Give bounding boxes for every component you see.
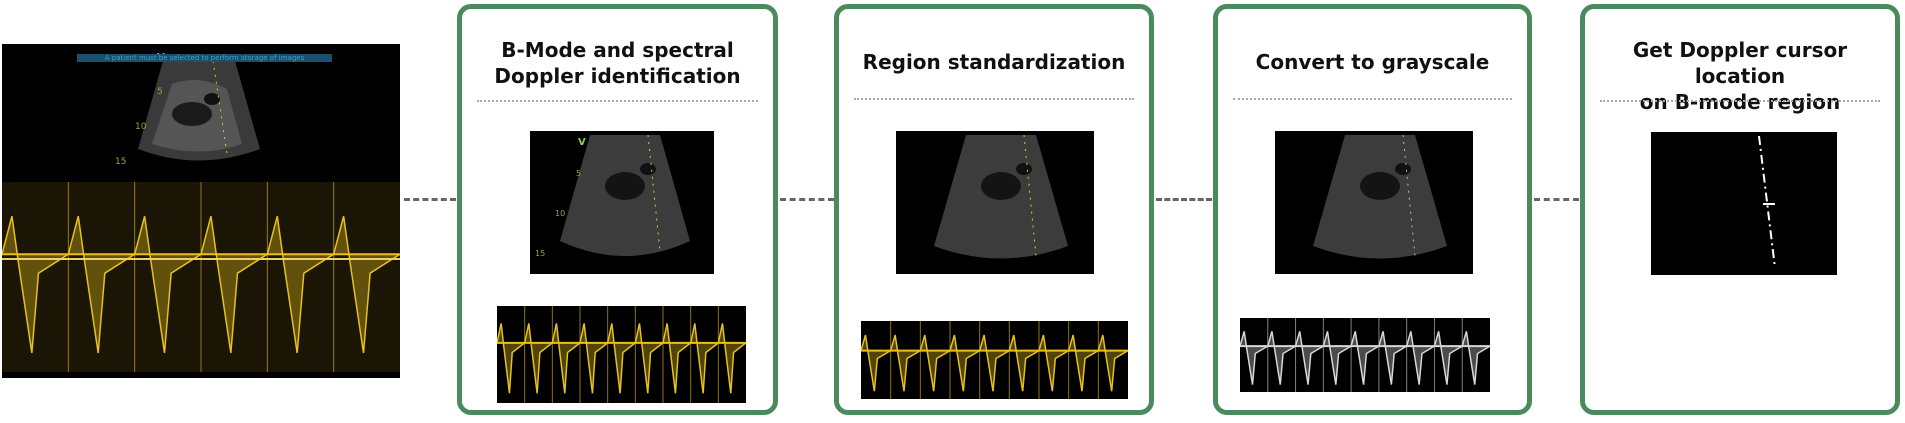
step-title-cursor-location: Get Doppler cursor location on B-mode re… [1632,38,1848,114]
doppler-waveform [861,321,1128,399]
doppler-image [497,306,746,403]
source-doppler-waveform [2,182,400,372]
doppler-cursor-line [1758,135,1776,269]
waveform-path [1240,331,1490,385]
bmode-image: V 5 10 15 [530,131,714,274]
title-divider [477,100,758,102]
source-ultrasound-image: A patient must be selected to perform st… [2,44,400,378]
connector-dashed-2 [780,198,834,201]
svg-text:5: 5 [576,169,581,178]
grayscale-doppler-image [1240,318,1490,392]
grayscale-waveform [1240,318,1490,392]
source-bmode-and-doppler: 5 10 15 V [2,52,400,372]
patient-warning-banner: A patient must be selected to perform st… [77,54,332,62]
svg-text:5: 5 [157,87,163,97]
svg-text:10: 10 [135,122,147,132]
standardized-bmode-image [896,131,1094,274]
step-panel-grayscale: Convert to grayscale [1213,4,1532,415]
waveform-path [497,323,746,394]
waveform-path [861,334,1128,392]
step-title-standardization: Region standardization [862,50,1126,74]
step-panel-standardization: Region standardization [834,4,1154,415]
title-divider [854,98,1134,100]
step-title-grayscale: Convert to grayscale [1255,50,1490,74]
step-title-identification: B-Mode and spectral Doppler identificati… [494,38,741,88]
svg-text:V: V [578,137,586,148]
doppler-waveform [497,306,746,403]
svg-text:10: 10 [555,209,565,218]
svg-text:15: 15 [115,157,126,167]
step-panel-cursor-location: Get Doppler cursor location on B-mode re… [1580,4,1900,415]
grayscale-bmode-image [1275,131,1473,274]
title-divider [1233,98,1512,100]
cursor-mask-image [1651,132,1837,275]
connector-dashed-4 [1534,198,1579,201]
connector-dashed-3 [1156,198,1212,201]
waveform-path [2,216,400,354]
standardized-doppler-image [861,321,1128,399]
svg-text:15: 15 [535,249,545,258]
title-divider [1600,100,1880,102]
connector-dashed-1 [404,198,456,201]
step-panel-identification: B-Mode and spectral Doppler identificati… [457,4,778,415]
